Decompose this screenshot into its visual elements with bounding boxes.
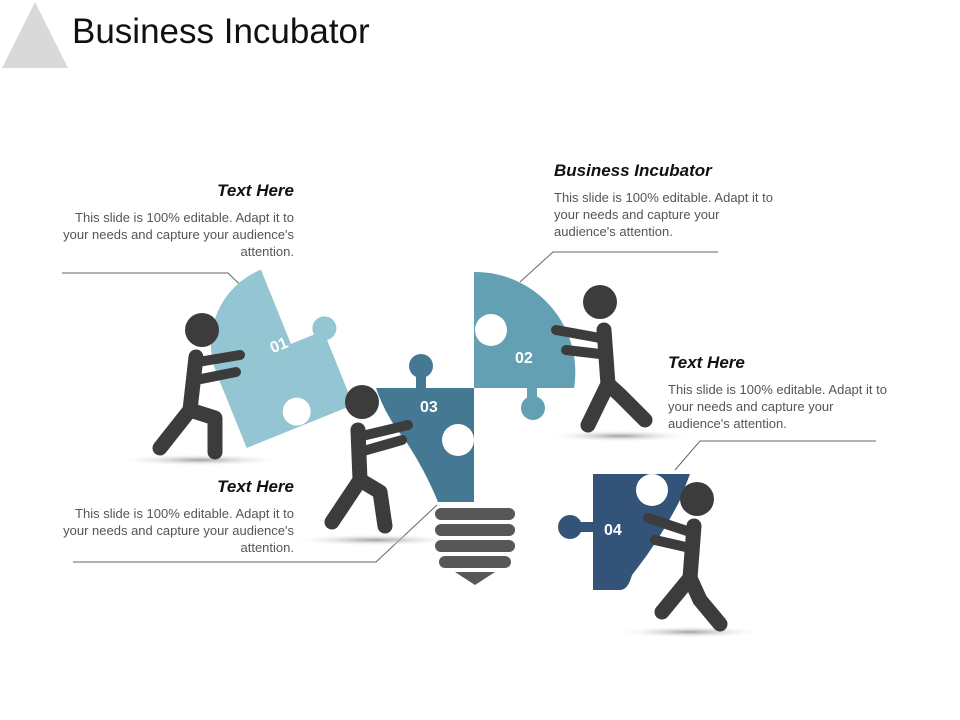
piece-label-04: 04 (604, 522, 622, 539)
figure-01 (152, 313, 245, 460)
block-body: This slide is 100% editable. Adapt it to… (63, 210, 294, 259)
text-block-top-left: Text Here This slide is 100% editable. A… (54, 181, 294, 260)
block-body: This slide is 100% editable. Adapt it to… (554, 190, 773, 239)
text-block-mid-right: Text Here This slide is 100% editable. A… (668, 353, 893, 432)
text-block-bottom-left: Text Here This slide is 100% editable. A… (54, 477, 294, 556)
piece-label-02-visible: 02 (515, 350, 533, 367)
block-body: This slide is 100% editable. Adapt it to… (63, 506, 294, 555)
text-block-top-right: Business Incubator This slide is 100% ed… (554, 161, 779, 240)
figure-03 (324, 385, 413, 534)
block-body: This slide is 100% editable. Adapt it to… (668, 382, 887, 431)
bulb-base (435, 508, 515, 585)
corner-triangle-decoration (2, 2, 68, 68)
puzzle-piece-02 (474, 271, 576, 420)
figure-02 (551, 285, 653, 433)
block-heading: Business Incubator (554, 161, 712, 180)
piece-label-01: 01 (268, 335, 291, 357)
puzzle-piece-04 (558, 474, 690, 590)
block-heading: Text Here (668, 353, 745, 372)
piece-label-03: 03 (420, 399, 438, 416)
puzzle-piece-03 (376, 354, 474, 502)
block-heading: Text Here (217, 477, 294, 496)
figure-04 (643, 482, 728, 632)
connector-lines (62, 251, 876, 563)
block-heading: Text Here (217, 181, 294, 200)
puzzle-piece-01 (210, 269, 354, 448)
slide-title: Business Incubator (72, 12, 370, 51)
